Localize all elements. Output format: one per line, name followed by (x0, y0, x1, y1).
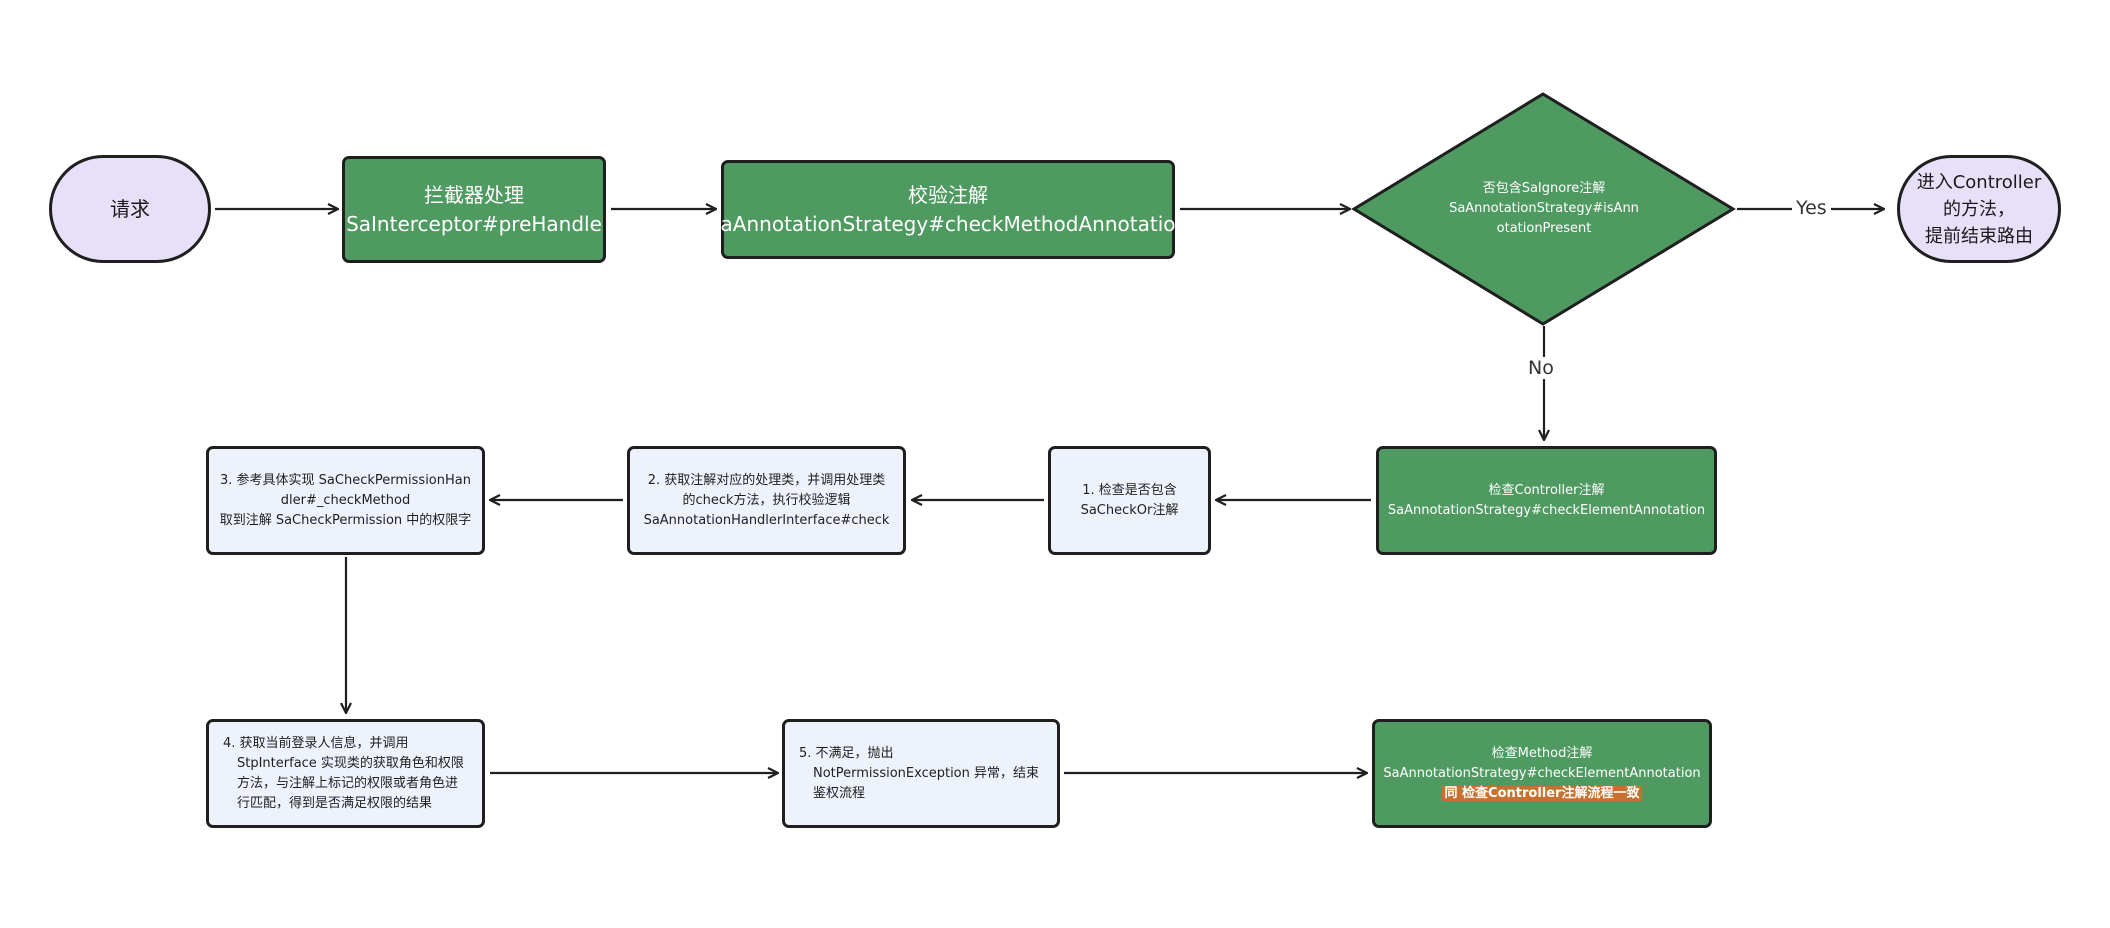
enter-controller-line-1: 进入Controller (1916, 171, 2042, 193)
step1-box[interactable]: 1. 检查是否包含 SaCheckOr注解 (1048, 446, 1211, 555)
decision-line-3: otationPresent (1496, 221, 1592, 236)
step5-box[interactable]: 5. 不满足，抛出 NotPermissionException 异常，结束 鉴… (782, 719, 1060, 828)
decision-label: 否包含SaIgnore注解 SaAnnotationStrategy#isAnn… (1414, 179, 1674, 239)
step2-line-2: 的check方法，执行校验逻辑 (682, 492, 851, 508)
check-controller-line-1: 检查Controller注解 (1488, 482, 1605, 498)
step3-line-1: 3. 参考具体实现 SaCheckPermissionHan (220, 472, 471, 488)
edge-label-yes: Yes (1792, 197, 1831, 219)
validate-annotation-box[interactable]: 校验注解 SaAnnotationStrategy#checkMethodAnn… (708, 160, 1188, 259)
step1-line-2: SaCheckOr注解 (1080, 502, 1179, 518)
step3-box[interactable]: 3. 参考具体实现 SaCheckPermissionHan dler#_che… (206, 446, 485, 555)
step3-line-3: 取到注解 SaCheckPermission 中的权限字 (219, 512, 472, 528)
decision-diamond[interactable] (1351, 92, 1736, 326)
enter-controller-terminal[interactable]: 进入Controller 的方法， 提前结束路由 (1897, 155, 2061, 263)
enter-controller-line-2: 的方法， (1943, 198, 2015, 220)
decision-line-2: SaAnnotationStrategy#isAnn (1449, 201, 1639, 216)
step2-box[interactable]: 2. 获取注解对应的处理类，并调用处理类 的check方法，执行校验逻辑 SaA… (627, 446, 906, 555)
check-method-line-1: 检查Method注解 (1491, 745, 1593, 761)
request-label: 请求 (110, 196, 150, 221)
step4-line-4: 行匹配，得到是否满足权限的结果 (237, 795, 433, 811)
validate-line-1: 校验注解 (908, 182, 988, 207)
step4-box[interactable]: 4. 获取当前登录人信息，并调用 StpInterface 实现类的获取角色和权… (206, 719, 485, 828)
interceptor-line-1: 拦截器处理 (424, 182, 524, 207)
interceptor-box[interactable]: 拦截器处理 SaInterceptor#preHandle (342, 156, 606, 263)
check-method-box[interactable]: 检查Method注解 SaAnnotationStrategy#checkEle… (1372, 719, 1712, 828)
validate-line-2: SaAnnotationStrategy#checkMethodAnnotati… (707, 211, 1189, 236)
step4-line-3: 方法，与注解上标记的权限或者角色进 (237, 775, 459, 791)
check-method-line-2: SaAnnotationStrategy#checkElementAnnotat… (1383, 765, 1701, 781)
step3-line-2: dler#_checkMethod (280, 492, 411, 508)
step2-line-1: 2. 获取注解对应的处理类，并调用处理类 (647, 472, 886, 488)
decision-line-1: 否包含SaIgnore注解 (1482, 181, 1606, 196)
step5-line-2: NotPermissionException 异常，结束 (813, 765, 1040, 781)
enter-controller-line-3: 提前结束路由 (1925, 225, 2033, 247)
check-method-highlight: 同 检查Controller注解流程一致 (1441, 785, 1643, 801)
edge-label-no: No (1524, 357, 1558, 379)
interceptor-line-2: SaInterceptor#preHandle (346, 211, 602, 236)
step4-line-1: 4. 获取当前登录人信息，并调用 (223, 735, 409, 751)
step4-line-2: StpInterface 实现类的获取角色和权限 (237, 755, 464, 771)
step2-line-3: SaAnnotationHandlerInterface#check (643, 512, 890, 528)
check-controller-box[interactable]: 检查Controller注解 SaAnnotationStrategy#chec… (1376, 446, 1717, 555)
step5-line-3: 鉴权流程 (813, 785, 866, 801)
step1-line-1: 1. 检查是否包含 (1082, 482, 1177, 498)
step5-line-1: 5. 不满足，抛出 (799, 745, 894, 761)
request-terminal[interactable]: 请求 (49, 155, 211, 263)
check-controller-line-2: SaAnnotationStrategy#checkElementAnnotat… (1387, 502, 1706, 518)
